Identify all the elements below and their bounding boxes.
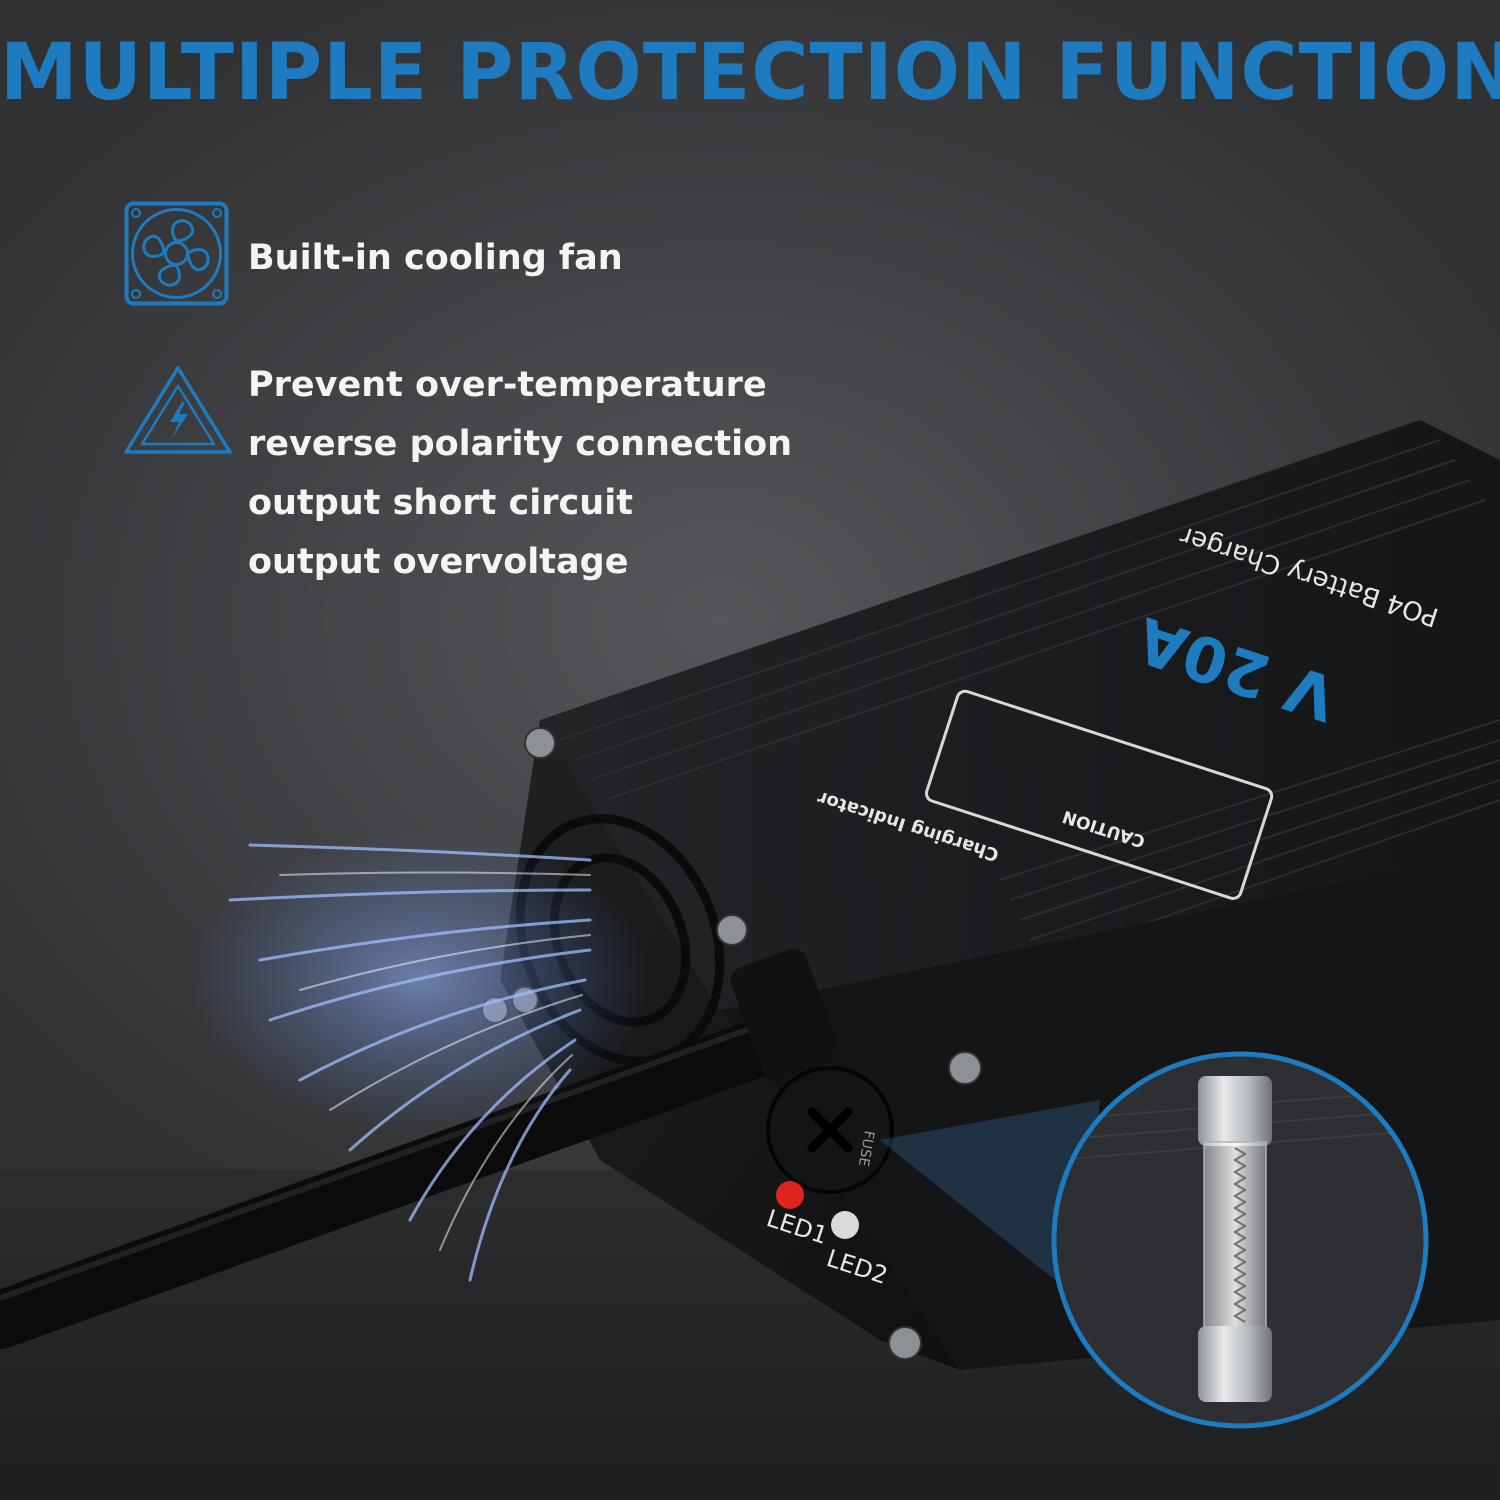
fuse-magnifier <box>1051 1051 1429 1429</box>
feature-cooling-fan: Built-in cooling fan <box>248 229 623 288</box>
fuse-label: FUSE <box>855 1129 877 1167</box>
feature-line: Built-in cooling fan <box>248 238 623 278</box>
led1-indicator <box>776 1181 804 1209</box>
feature-line: output overvoltage <box>248 542 629 582</box>
glass-fuse <box>1198 1076 1272 1402</box>
cable-strain-relief <box>730 948 840 1082</box>
fuse-holder-slot <box>807 1107 853 1153</box>
feature-line: Prevent over-temperature <box>248 365 767 405</box>
feature-line: output short circuit <box>248 483 633 523</box>
callout-beam <box>880 1100 1100 1300</box>
airflow-effect <box>190 830 650 1282</box>
power-cable <box>0 1011 809 1349</box>
headline: MULTIPLE PROTECTION FUNCTIONS <box>0 28 1500 118</box>
led2-indicator <box>831 1211 859 1239</box>
cooling-fan-icon <box>124 201 229 306</box>
feature-line: reverse polarity connection <box>248 424 793 464</box>
feature-protections: Prevent over-temperature reverse polarit… <box>248 356 792 592</box>
warning-lightning-icon <box>122 364 234 458</box>
